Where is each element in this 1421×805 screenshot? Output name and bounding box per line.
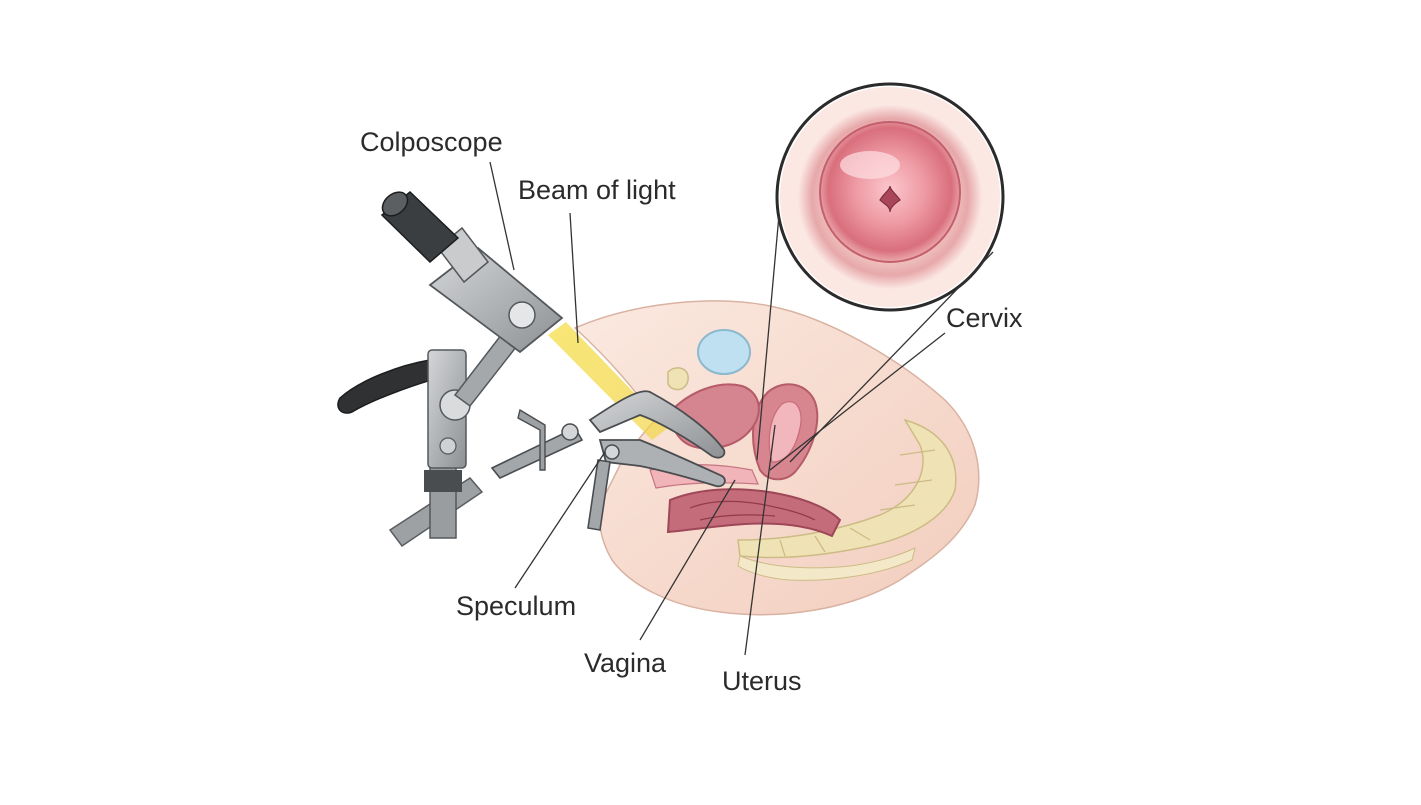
colposcope-leader [489, 161, 515, 271]
speculum-hinge [561, 423, 579, 441]
label-cervix: Cervix [946, 303, 1023, 333]
eyepiece-lens [381, 191, 409, 217]
speculum-upper-blade [588, 390, 726, 459]
uterus-leader [744, 424, 776, 656]
label-uterus: Uterus [722, 666, 802, 696]
cervix-inset [756, 82, 1005, 463]
rectum-folds [689, 500, 816, 521]
coccyx-bone [737, 547, 916, 581]
speculum-handle [490, 426, 584, 479]
cervical-os [879, 185, 901, 213]
speculum-leader [514, 451, 606, 589]
beam-leader [569, 212, 579, 344]
vertebra-segments [779, 449, 936, 557]
speculum-lower-blade [598, 439, 726, 488]
speculum-screw [517, 408, 546, 471]
uterus-cavity [768, 401, 802, 463]
colposcope-handle [337, 359, 440, 414]
colposcope-stand-collar [424, 470, 462, 492]
colposcope-small-knob [439, 437, 457, 455]
sacrum-bone [737, 418, 957, 559]
pubic-bone [667, 367, 689, 391]
label-colposcope: Colposcope [360, 127, 503, 157]
cervix-leader [769, 332, 946, 471]
colposcope-instrument [337, 190, 564, 548]
rectum [666, 488, 842, 538]
bladder [697, 329, 751, 375]
speculum-hinge-lower [604, 444, 620, 460]
label-vagina: Vagina [584, 648, 667, 678]
speculum-lower-handle [587, 459, 611, 531]
label-speculum: Speculum [456, 591, 576, 621]
vagina-leader [639, 479, 736, 641]
zoom-line-right [789, 251, 994, 463]
colposcope-head-knob [508, 301, 536, 329]
label-beam-of-light: Beam of light [518, 175, 676, 205]
zoom-line-left [756, 214, 780, 461]
speculum-instrument [490, 390, 726, 531]
pelvis-anatomy [573, 300, 980, 616]
